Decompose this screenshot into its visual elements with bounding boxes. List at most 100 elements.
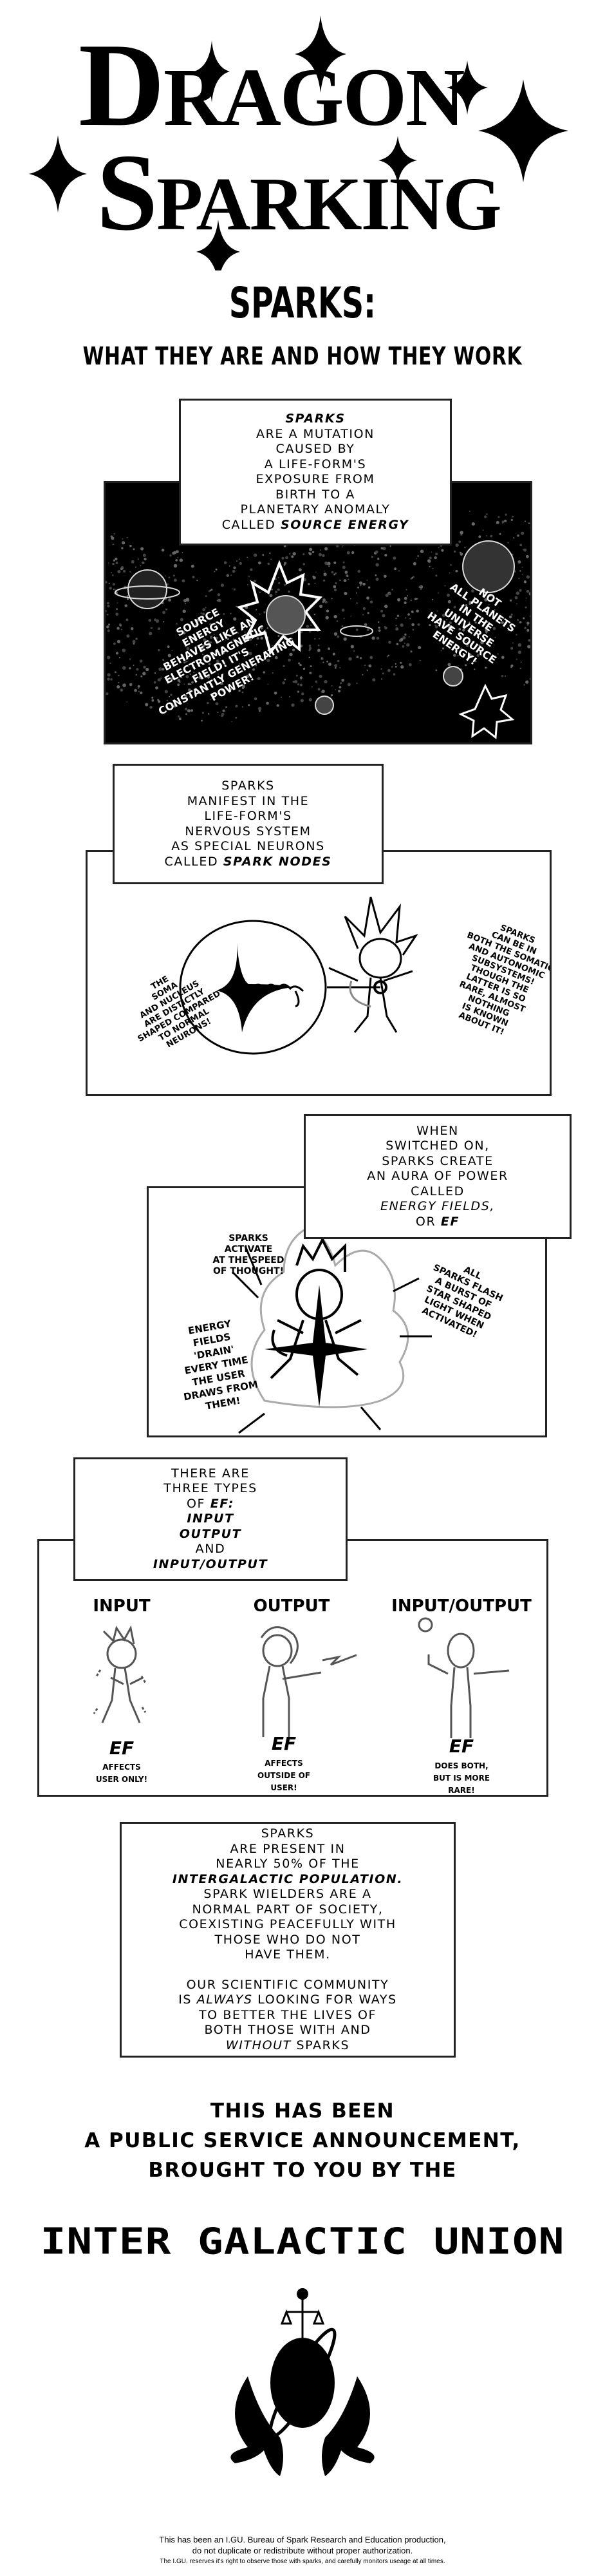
star-speckle: [107, 673, 111, 677]
star-speckle: [168, 576, 171, 579]
star-speckle: [269, 594, 273, 598]
star-speckle: [252, 656, 254, 658]
star-speckle: [266, 627, 269, 629]
ef-description-input-output: DOES BOTH, BUT IS MORE RARE!: [433, 1761, 490, 1795]
star-speckle: [320, 549, 321, 551]
star-speckle: [446, 619, 448, 621]
star-speckle: [244, 631, 246, 633]
star-speckle: [420, 549, 424, 553]
star-speckle: [277, 588, 280, 591]
star-speckle: [416, 598, 418, 600]
star-speckle: [389, 545, 391, 547]
star-speckle: [168, 598, 171, 602]
star-speckle: [400, 661, 402, 664]
caption-text: OF: [186, 1496, 210, 1511]
star-speckle: [213, 634, 215, 636]
star-speckle: [295, 674, 298, 677]
star-speckle: [209, 623, 212, 626]
star-speckle: [109, 662, 111, 664]
star-speckle: [263, 671, 265, 674]
star-speckle: [331, 598, 333, 600]
star-speckle: [378, 629, 381, 632]
star-speckle: [151, 699, 154, 702]
star-speckle: [315, 571, 317, 573]
star-speckle: [341, 609, 345, 612]
star-speckle: [217, 593, 221, 596]
star-speckle: [337, 635, 340, 638]
caption-energy-fields: WHEN SWITCHED ON, SPARKS CREATE AN AURA …: [304, 1114, 572, 1239]
star-speckle: [517, 619, 519, 621]
star-speckle: [112, 562, 115, 565]
star-speckle: [331, 571, 334, 574]
star-speckle: [519, 589, 522, 592]
star-speckle: [375, 563, 379, 567]
star-speckle: [221, 583, 224, 587]
star-speckle: [274, 692, 277, 695]
star-speckle: [386, 656, 389, 658]
star-speckle: [447, 663, 451, 667]
caption-emphasis: SOURCE ENERGY: [281, 517, 409, 532]
caption-line: WITHOUT SPARKS: [226, 2038, 349, 2054]
star-speckle: [460, 531, 463, 535]
star-speckle: [308, 583, 310, 585]
star-speckle: [227, 638, 229, 640]
star-speckle: [391, 666, 393, 668]
star-speckle: [378, 627, 380, 629]
star-speckle: [507, 542, 509, 544]
star-speckle: [356, 682, 358, 685]
star-speckle: [126, 618, 129, 621]
star-speckle: [527, 625, 529, 626]
star-speckle: [201, 712, 204, 714]
star-speckle: [210, 693, 214, 697]
star-speckle: [111, 536, 115, 540]
caption-population: SPARKS ARE PRESENT IN NEARLY 50% OF THE …: [120, 1822, 456, 2058]
caption-line: INPUT: [187, 1511, 234, 1526]
star-speckle: [335, 582, 337, 585]
star-speckle: [404, 596, 407, 600]
star-speckle: [284, 583, 286, 586]
star-speckle: [171, 649, 173, 651]
star-speckle: [469, 600, 472, 604]
star-speckle: [521, 531, 525, 535]
star-speckle: [380, 610, 384, 612]
star-speckle: [207, 630, 209, 632]
star-speckle: [173, 564, 178, 568]
star-speckle: [108, 623, 110, 626]
star-speckle: [209, 589, 212, 592]
star-speckle: [106, 580, 107, 584]
star-speckle: [180, 676, 183, 679]
star-speckle: [416, 609, 419, 613]
star-speckle: [436, 610, 438, 612]
star-speckle: [336, 620, 339, 622]
star-speckle: [366, 579, 368, 581]
star-speckle: [324, 600, 328, 604]
star-speckle: [433, 613, 436, 616]
star-speckle: [182, 579, 185, 583]
star-speckle: [324, 679, 328, 684]
star-speckle: [308, 647, 312, 650]
ef-label-output: EF: [271, 1733, 297, 1754]
star-speckle: [200, 647, 204, 650]
star-speckle: [364, 664, 366, 667]
star-speckle: [180, 696, 183, 699]
caption-line: AS SPECIAL NEURONS: [171, 839, 325, 853]
star-speckle: [151, 696, 154, 699]
star-speckle: [380, 668, 382, 670]
star-speckle: [135, 674, 137, 676]
organization-name: INTER GALACTIC UNION: [40, 2220, 565, 2263]
star-speckle: [239, 562, 242, 565]
star-speckle: [466, 644, 469, 648]
star-speckle: [182, 609, 186, 613]
star-speckle: [116, 639, 121, 643]
sparkle-star-icon: [196, 220, 240, 270]
star-speckle: [465, 640, 467, 643]
star-speckle: [380, 547, 384, 550]
caption-emphasis: EF:: [210, 1496, 235, 1511]
star-speckle: [170, 694, 172, 696]
star-speckle: [289, 553, 291, 554]
star-speckle: [129, 571, 131, 573]
star-speckle: [516, 591, 520, 595]
star-speckle: [427, 559, 431, 563]
star-speckle: [231, 721, 232, 723]
star-speckle: [460, 647, 463, 650]
